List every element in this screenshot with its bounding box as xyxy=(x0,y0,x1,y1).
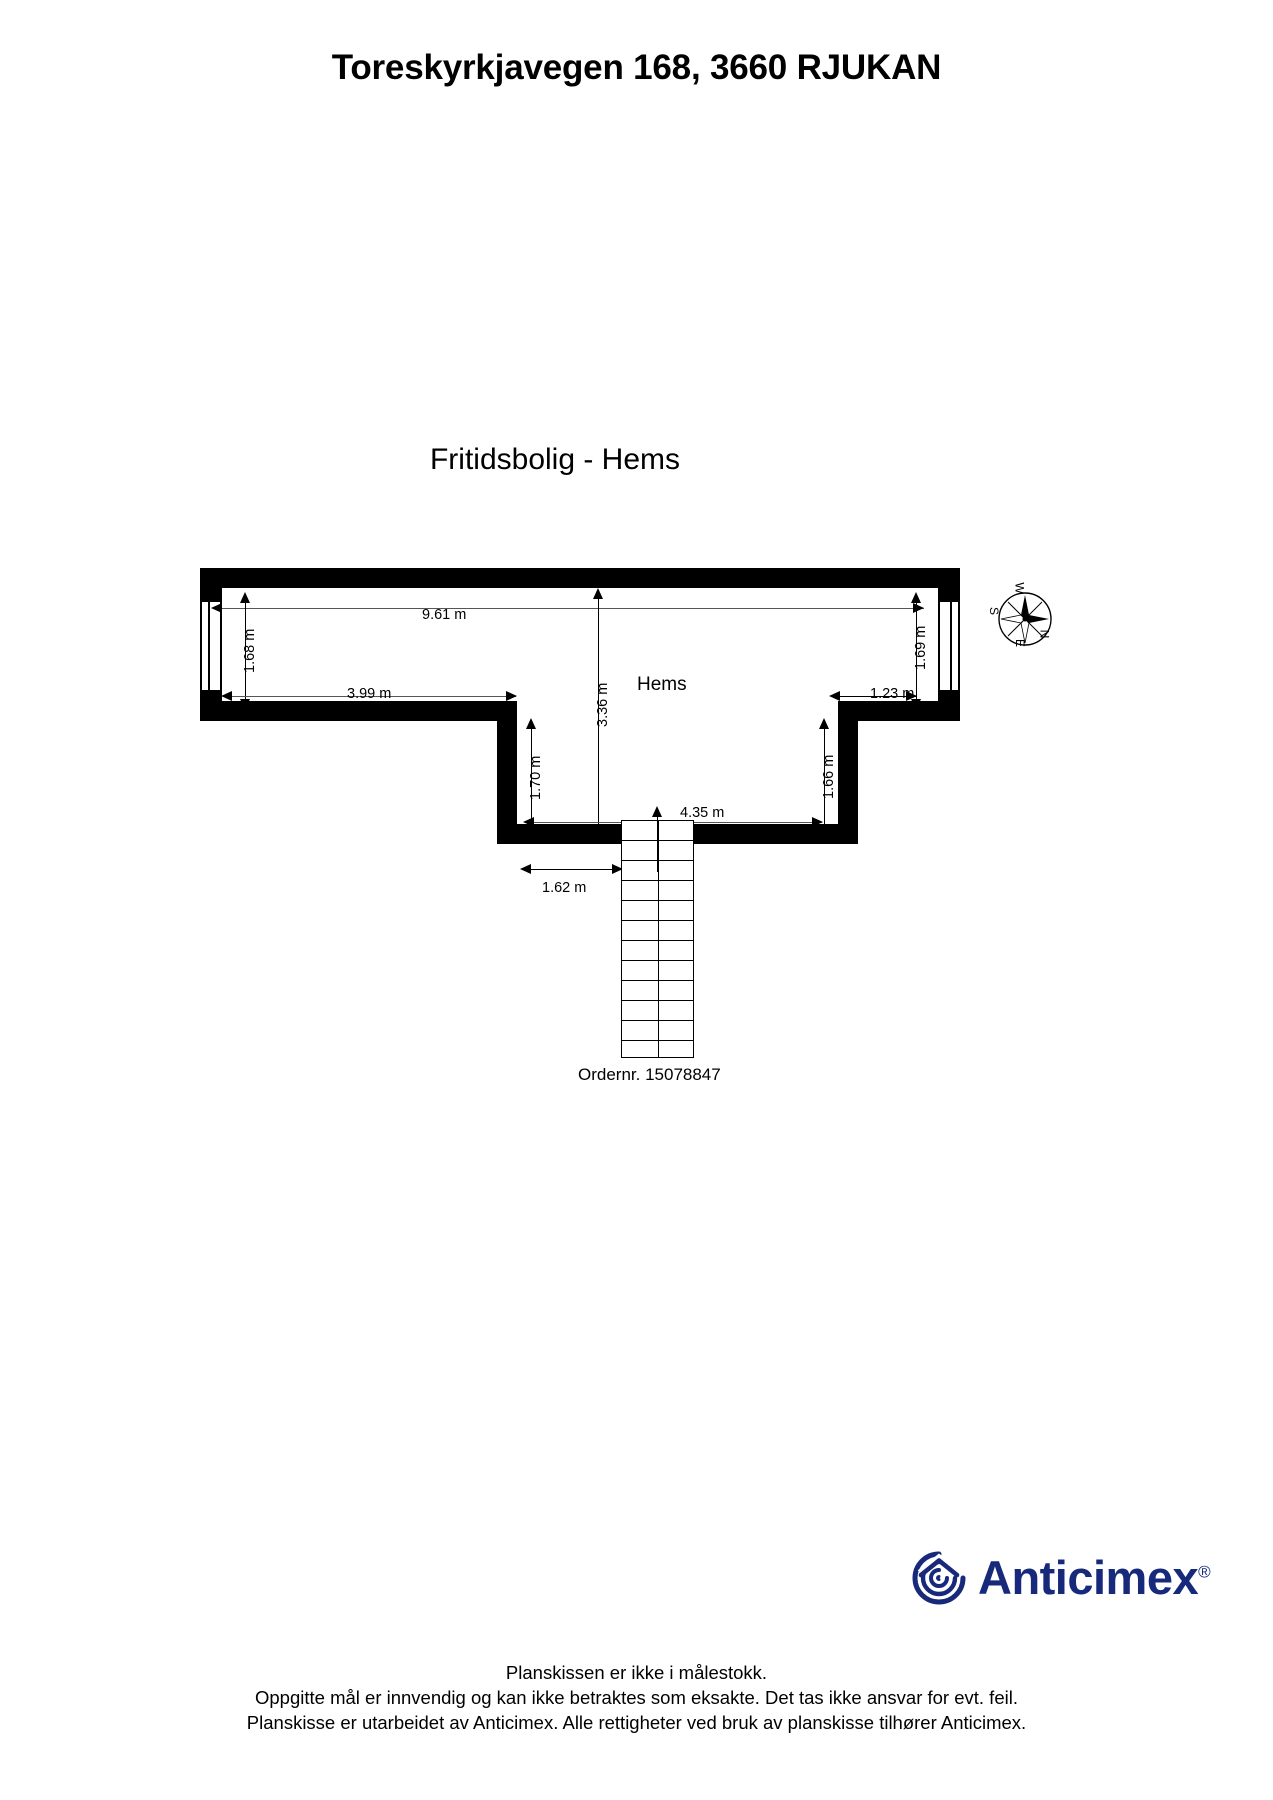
dim-line-9-61 xyxy=(218,608,924,609)
stairs xyxy=(621,820,694,1058)
dim-arrow-up-1-66 xyxy=(819,718,829,729)
window-left-line-outer xyxy=(200,600,202,692)
stair-step xyxy=(622,900,693,902)
wall-bottom-left xyxy=(200,701,504,721)
stair-step xyxy=(622,1020,693,1022)
dim-label-right-notch: 1.66 m xyxy=(821,754,837,799)
dim-label-left-height: 1.68 m xyxy=(242,628,258,673)
dim-line-3-36 xyxy=(598,594,600,830)
dim-arrow-down-3-36 xyxy=(593,824,603,835)
order-number: Ordernr. 15078847 xyxy=(578,1065,721,1084)
footer-line-2: Oppgitte mål er innvendig og kan ikke be… xyxy=(255,1687,1018,1708)
dim-arrow-right-3-99 xyxy=(506,691,517,701)
dim-arrow-right-1-62 xyxy=(612,864,623,874)
dim-label-right-height: 1.69 m xyxy=(913,625,929,670)
stair-step xyxy=(622,1040,693,1042)
window-left-cap-bottom xyxy=(200,690,222,692)
stair-center-line xyxy=(658,821,660,1057)
dim-label-right-width: 1.23 m xyxy=(870,686,915,702)
window-right xyxy=(938,600,960,692)
dim-arrow-up-1-68 xyxy=(240,592,250,603)
window-left-line-inner xyxy=(220,600,222,692)
dim-arrow-down-1-68 xyxy=(240,699,250,710)
stair-direction-arrow-icon xyxy=(652,806,662,817)
footer-line-3: Planskisse er utarbeidet av Anticimex. A… xyxy=(246,1712,1027,1733)
dim-arrow-right-1-23 xyxy=(906,691,917,701)
dim-label-left-notch: 1.70 m xyxy=(528,755,544,800)
stair-step xyxy=(622,920,693,922)
stair-step xyxy=(622,960,693,962)
dim-label-left-width: 3.99 m xyxy=(347,686,392,702)
wall-notch-left xyxy=(497,701,517,844)
dim-arrow-up-1-69 xyxy=(911,592,921,603)
dim-line-1-62 xyxy=(527,869,620,871)
stair-step xyxy=(622,980,693,982)
dim-line-1-69 xyxy=(916,598,918,704)
window-right-line-outer xyxy=(958,600,960,692)
window-right-cap-bottom xyxy=(938,690,960,692)
window-left xyxy=(200,600,222,692)
stair-step xyxy=(622,1000,693,1002)
dim-line-3-99 xyxy=(228,696,516,697)
stair-step xyxy=(622,940,693,942)
window-left-cap-top xyxy=(200,600,222,602)
footer-disclaimer: Planskissen er ikke i målestokk. Oppgitt… xyxy=(0,1660,1273,1735)
dim-line-1-68 xyxy=(245,598,247,704)
window-right-line-inner xyxy=(938,600,940,692)
dim-arrow-left-3-99 xyxy=(221,691,232,701)
dim-label-center-height: 3.36 m xyxy=(595,682,611,727)
dim-arrow-right-4-35 xyxy=(812,817,823,827)
wall-notch-right xyxy=(838,701,858,844)
compass-label-west: W xyxy=(1012,582,1027,594)
dim-arrow-down-1-66 xyxy=(819,824,829,835)
anticimex-company-name: Anticimex xyxy=(978,1551,1199,1604)
dim-line-1-70 xyxy=(531,724,533,830)
dim-arrow-up-3-36 xyxy=(593,588,603,599)
window-right-cap-top xyxy=(938,600,960,602)
room-label-hems: Hems xyxy=(637,674,687,695)
footer-line-1: Planskissen er ikke i målestokk. xyxy=(505,1662,768,1683)
compass-label-east: E xyxy=(1013,638,1028,648)
wall-bottom-right xyxy=(838,701,960,721)
window-right-line-mid xyxy=(950,600,952,692)
dim-label-bottom-width: 4.35 m xyxy=(680,805,725,821)
dim-arrow-down-1-70 xyxy=(526,824,536,835)
dim-label-stair-offset: 1.62 m xyxy=(542,880,587,896)
plan-heading: Fritidsbolig - Hems xyxy=(429,443,681,476)
dim-arrow-right-9-61 xyxy=(913,603,924,613)
dim-line-1-23 xyxy=(836,696,916,698)
wall-top xyxy=(200,568,960,588)
dim-label-top-width: 9.61 m xyxy=(422,607,467,623)
window-left-line-mid xyxy=(208,600,210,692)
stair-step xyxy=(622,880,693,882)
page-title: Toreskyrkjavegen 168, 3660 RJUKAN xyxy=(331,48,942,87)
compass-label-north: N xyxy=(1037,629,1052,639)
anticimex-logo: Anticimex® xyxy=(912,1550,1211,1605)
compass-rose: N E S W xyxy=(984,578,1066,660)
dim-arrow-left-9-61 xyxy=(211,603,222,613)
dim-arrow-left-1-62 xyxy=(520,864,531,874)
compass-label-south: S xyxy=(987,606,1002,616)
dim-arrow-left-1-23 xyxy=(829,691,840,701)
dim-line-1-66 xyxy=(824,724,826,830)
stair-direction-line xyxy=(657,812,659,872)
anticimex-spiral-icon xyxy=(912,1551,966,1605)
dim-arrow-up-1-70 xyxy=(526,718,536,729)
registered-trademark-icon: ® xyxy=(1198,1562,1211,1582)
anticimex-wordmark: Anticimex® xyxy=(978,1550,1211,1605)
dim-arrow-left-4-35 xyxy=(523,817,534,827)
dim-arrow-down-1-69 xyxy=(911,699,921,710)
